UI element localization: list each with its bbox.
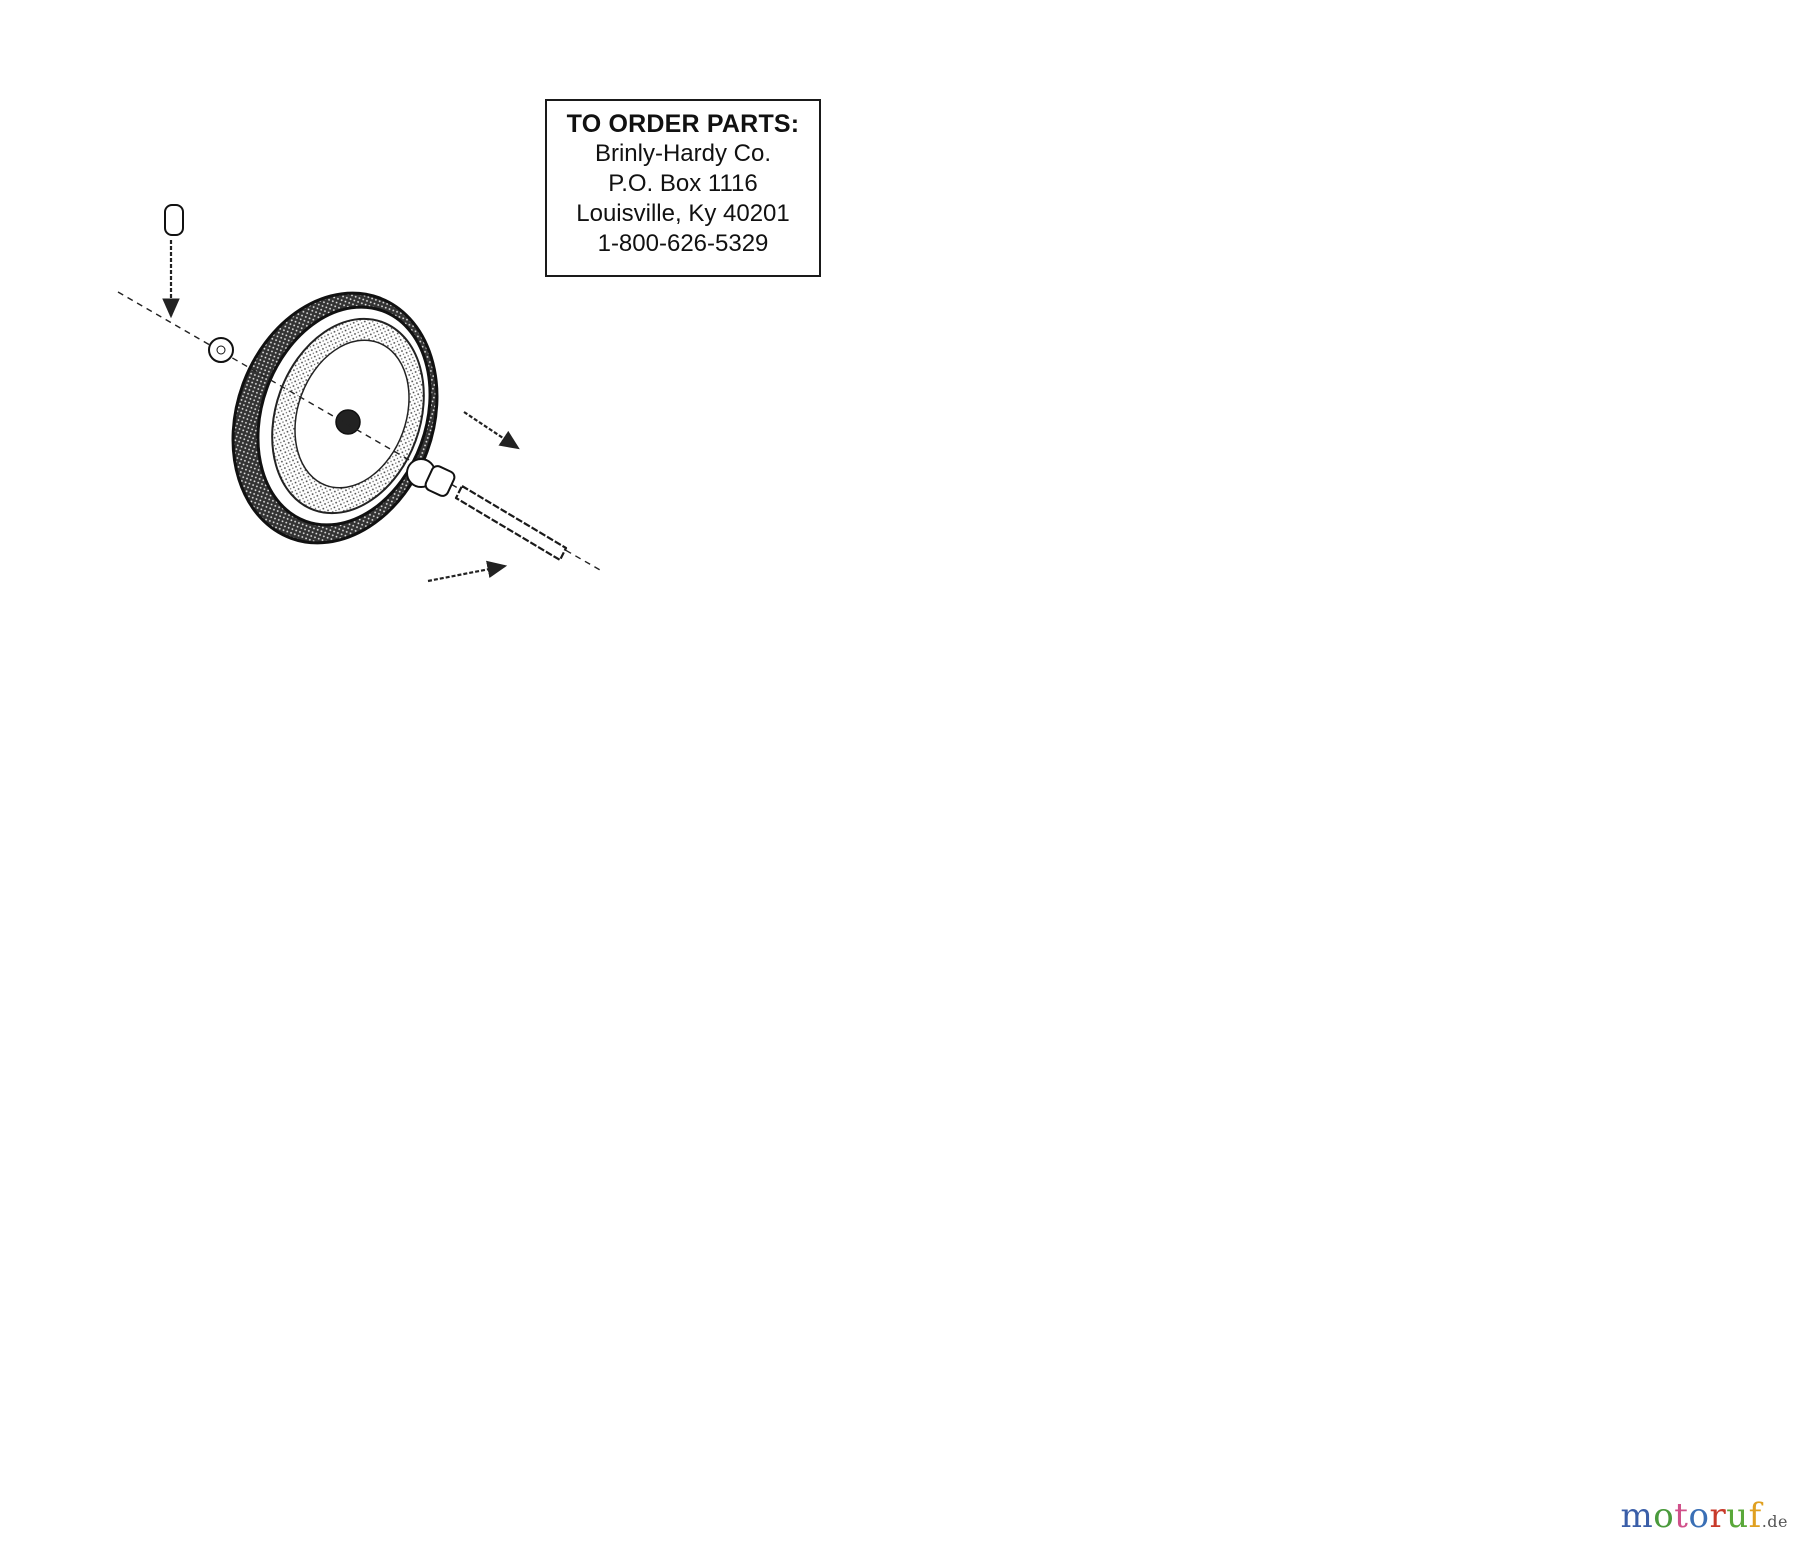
order-parts-box: TO ORDER PARTS: Brinly-Hardy Co. P.O. Bo…: [545, 99, 821, 277]
order-company: Brinly-Hardy Co.: [594, 140, 772, 167]
left-wheel: [231, 291, 439, 545]
watermark-letter: o: [1653, 1496, 1675, 1536]
watermark-suffix: .de: [1761, 1512, 1788, 1531]
watermark-letter: r: [1709, 1496, 1727, 1536]
left-wheel-arrow: [463, 411, 520, 450]
watermark-letter: f: [1748, 1496, 1762, 1536]
left-axle-stub: [454, 484, 568, 562]
watermark-logo: motoruf.de: [1621, 1496, 1788, 1536]
order-po-box: P.O. Box 1116: [608, 170, 758, 197]
left-wheel-assembly: [117, 204, 601, 583]
left-hub-nut: [335, 409, 361, 435]
watermark-text: motoruf: [1621, 1496, 1762, 1536]
left-bushing-31: [424, 465, 456, 497]
left-hairpin-cotter-28: [164, 204, 184, 236]
left-washer-27-outer: [208, 337, 234, 363]
watermark-letter: u: [1726, 1496, 1749, 1536]
order-phone[interactable]: 1-800-626-5329: [597, 230, 769, 257]
watermark-letter: m: [1620, 1496, 1654, 1536]
order-parts-title: TO ORDER PARTS:: [566, 110, 800, 138]
left-panel-arrow: [427, 560, 508, 583]
order-city: Louisville, Ky 40201: [576, 200, 790, 227]
watermark-letter: t: [1674, 1496, 1689, 1536]
watermark-letter: o: [1688, 1496, 1710, 1536]
